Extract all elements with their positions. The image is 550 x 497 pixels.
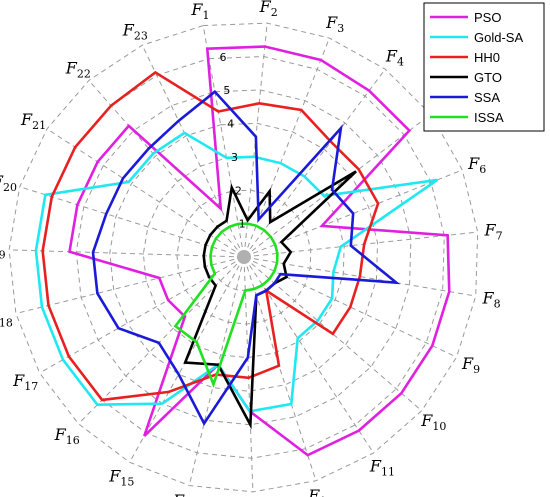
legend-label-hh0: HH0 <box>474 50 500 65</box>
grid-spoke-F17 <box>39 261 236 374</box>
ring-label-6: 6 <box>219 51 226 64</box>
grid-spoke-F21 <box>46 128 236 252</box>
grid-spoke-F22 <box>88 80 238 250</box>
grid-spoke-F1 <box>202 25 243 248</box>
grid-spoke-F3 <box>247 37 330 248</box>
axis-label-F6: F6 <box>467 154 486 176</box>
center-dot <box>237 250 251 264</box>
axis-label-F2: F2 <box>259 0 278 19</box>
grid-spoke-F4 <box>249 68 386 250</box>
grid-spoke-F8 <box>253 258 476 297</box>
axis-label-F23: F23 <box>122 21 148 43</box>
axis-label-F15: F15 <box>108 466 134 488</box>
axis-label-F19: F19 <box>0 239 6 261</box>
ring-label-5: 5 <box>223 84 230 97</box>
axis-label-F18: F18 <box>0 307 13 329</box>
legend-label-gold-sa: Gold-SA <box>474 30 523 45</box>
series-pso <box>68 45 451 457</box>
ring-labels: 1 2 3 4 5 6 <box>219 51 245 231</box>
series-ssa <box>91 89 401 427</box>
center-hub <box>237 250 251 264</box>
axis-label-F12: F12 <box>307 486 333 497</box>
grid-spoke-F19 <box>9 249 234 258</box>
grid-ring-5 <box>75 89 412 426</box>
grid-ring-3 <box>142 156 345 359</box>
axis-label-F9: F9 <box>461 354 480 376</box>
series-issa <box>173 222 279 389</box>
axis-label-F11: F11 <box>369 456 395 478</box>
axis-label-F1: F1 <box>190 0 209 22</box>
axis-label-F22: F22 <box>65 58 91 80</box>
ring-label-4: 4 <box>227 118 234 131</box>
grid-spoke-F5 <box>251 113 432 252</box>
axis-label-F21: F21 <box>20 110 46 132</box>
series-layer <box>34 45 451 457</box>
grid-ring-7 <box>8 22 479 493</box>
legend-label-ssa: SSA <box>474 90 500 105</box>
grid-spoke-F18 <box>15 258 235 314</box>
radar-grid <box>8 22 479 493</box>
axis-label-F20: F20 <box>0 172 17 194</box>
axis-label-F4: F4 <box>385 46 404 68</box>
grid-spoke-F20 <box>19 186 235 255</box>
series-hh0 <box>41 70 380 402</box>
ring-label-2: 2 <box>235 184 242 197</box>
axis-label-F8: F8 <box>481 289 500 311</box>
grid-ring-6 <box>42 56 445 459</box>
grid-spoke-F15 <box>129 265 240 463</box>
ring-label-1: 1 <box>239 218 246 231</box>
grid-spoke-F23 <box>141 44 241 249</box>
legend-label-pso: PSO <box>474 10 501 25</box>
axis-label-F17: F17 <box>12 371 38 393</box>
axis-label-F10: F10 <box>420 411 446 433</box>
legend-label-gto: GTO <box>474 70 502 85</box>
axis-label-F7: F7 <box>484 220 503 242</box>
grid-spoke-F11 <box>249 265 375 454</box>
ring-label-3: 3 <box>231 151 238 164</box>
axis-label-F3: F3 <box>325 13 344 35</box>
grid-spoke-F12 <box>246 266 317 481</box>
grid-spoke-F16 <box>78 263 238 425</box>
grid-spoke-F6 <box>253 169 463 254</box>
axis-labels: F1F2F3F4F5F6F7F8F9F10F11F12F13F14F15F16F… <box>0 0 503 497</box>
grid-spoke-F10 <box>251 263 423 412</box>
axis-label-F14: F14 <box>172 491 198 497</box>
series-gto <box>183 170 357 430</box>
axis-label-F16: F16 <box>54 425 80 447</box>
legend-box <box>423 2 545 132</box>
legend-label-issa: ISSA <box>474 110 504 125</box>
grid-spoke-F13 <box>243 267 254 492</box>
